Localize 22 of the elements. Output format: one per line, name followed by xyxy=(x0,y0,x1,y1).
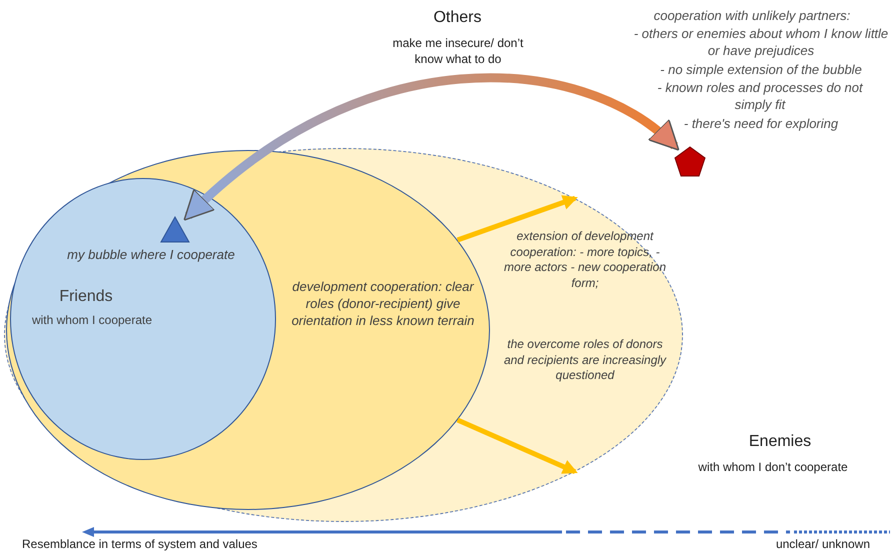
zone-text: development cooperation: clear roles (donor-recipient) give orientation in less known terrain xyxy=(290,279,476,330)
triangle-marker xyxy=(160,216,190,243)
group-subtitle: with whom I cooperate xyxy=(30,313,154,329)
region-note: with whom I don’t cooperate xyxy=(697,460,849,476)
note-item: - known roles and processes do not simply fit xyxy=(656,80,864,114)
arrow xyxy=(456,195,578,242)
bubble-caption: my bubble where I cooperate xyxy=(66,247,236,264)
axis-label: Resemblance in terms of system and values xyxy=(22,537,258,552)
region-heading: Enemies xyxy=(748,432,812,452)
note-item: - there's need for exploring xyxy=(682,116,840,133)
note-heading: cooperation with unlikely partners: xyxy=(652,8,852,25)
arrow xyxy=(183,74,680,221)
pentagon-marker xyxy=(674,146,706,177)
arrow xyxy=(456,418,578,474)
zone-text: extension of development cooperation: - more topics, - more actors - new cooperation form; xyxy=(502,229,668,292)
region-heading: Others xyxy=(432,8,482,28)
axis-label: unclear/ unknown xyxy=(774,537,870,552)
region-note: make me insecure/ don’t know what to do xyxy=(392,36,524,68)
note-item: - no simple extension of the bubble xyxy=(659,62,863,79)
group-heading: Friends xyxy=(58,287,114,307)
zone-text: the overcome roles of donors and recipients are increasingly questioned xyxy=(502,337,668,384)
note-item: - others or enemies about whom I know little or have prejudices xyxy=(632,26,890,60)
